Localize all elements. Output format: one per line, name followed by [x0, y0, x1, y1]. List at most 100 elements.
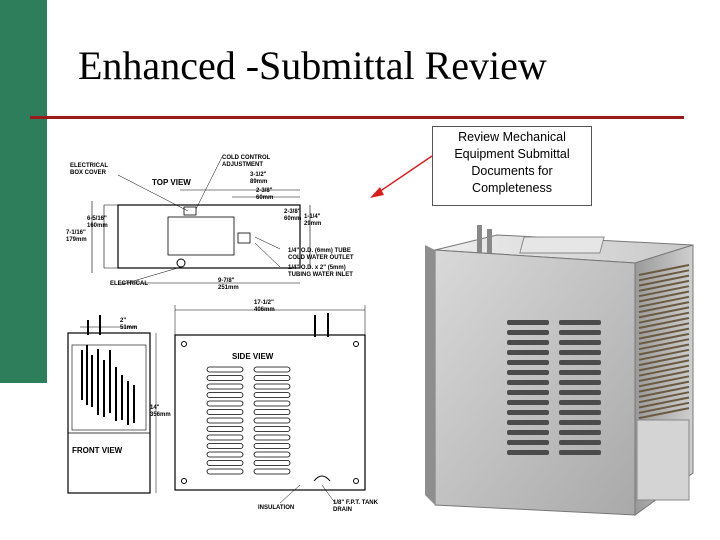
photo-louver-slot	[559, 410, 601, 415]
louver-slot	[253, 375, 291, 381]
photo-louver-slot	[559, 320, 601, 325]
photo-louver-slot	[507, 400, 549, 405]
photo-louver-slot	[507, 430, 549, 435]
accent-sidebar	[0, 0, 47, 383]
condenser-coil-line	[638, 370, 690, 382]
condenser-coil-line	[638, 295, 690, 308]
louver-slot	[206, 366, 244, 373]
condenser-coil-line	[638, 285, 690, 298]
condenser-coil-line	[638, 322, 690, 335]
louver-slot	[206, 426, 244, 432]
photo-louver-slot	[507, 420, 549, 425]
condenser-coil-line	[638, 359, 690, 372]
slide-title: Enhanced -Submittal Review	[78, 43, 547, 88]
photo-louver-slot	[559, 420, 601, 425]
photo-louver-slot	[559, 430, 601, 435]
tube-inlet-label: 1/4" O.D. x 2" (5mm) TUBING WATER INLET	[288, 265, 353, 278]
condenser-coil-line	[638, 354, 690, 367]
photo-louver-slot	[507, 450, 549, 455]
condenser-coil-line	[638, 396, 690, 409]
condenser-coil-line	[638, 301, 690, 314]
photo-louver-slot	[559, 330, 601, 335]
photo-louver-slot	[559, 340, 601, 345]
louver-slot	[206, 443, 244, 449]
photo-louver-slot	[507, 410, 549, 415]
condenser-coil-line	[638, 343, 690, 356]
photo-louver-slot	[559, 400, 601, 405]
dim-2: 2" 51mm	[120, 318, 138, 331]
photo-louver-slot	[507, 380, 549, 385]
condenser-coil-line	[638, 269, 690, 282]
photo-louver-slot	[559, 360, 601, 365]
louver-slot	[206, 468, 244, 475]
photo-louver-slot	[507, 360, 549, 365]
dim-2-3-8-b: 2-3/8" 60mm	[284, 209, 302, 222]
louver-slot	[206, 392, 244, 398]
photo-louver-slot	[507, 370, 549, 375]
side-view-title: SIDE VIEW	[232, 352, 274, 361]
photo-louver-slot	[559, 370, 601, 375]
chiller-unit-photo	[425, 225, 694, 516]
condenser-coil-line	[638, 391, 690, 404]
photo-louver-slot	[559, 350, 601, 355]
photo-louver-slot	[559, 440, 601, 445]
condenser-coil-line	[638, 279, 690, 292]
condenser-coil-line	[638, 274, 690, 287]
title-rule	[30, 116, 684, 119]
insulation-label: INSULATION	[258, 505, 295, 511]
photo-louver-slot	[507, 320, 549, 325]
louver-slot	[206, 460, 244, 466]
dim-7-1-16: 7-1/16" 179mm	[66, 230, 87, 243]
tube-outlet-label: 1/4" O.D. (6mm) TUBE COLD WATER OUTLET	[288, 248, 354, 261]
condenser-coil-line	[638, 264, 690, 276]
callout-box: Review Mechanical Equipment Submittal Do…	[432, 126, 592, 206]
cold-control-label: COLD CONTROL ADJUSTMENT	[222, 155, 271, 168]
photo-louver-slot	[507, 340, 549, 345]
front-view-title: FRONT VIEW	[72, 446, 123, 455]
electrical-label: ELECTRICAL	[110, 281, 148, 287]
louver-slot	[253, 451, 291, 458]
technical-drawing	[67, 156, 366, 504]
louver-slot	[206, 400, 244, 407]
louver-slot	[206, 451, 244, 458]
callout-arrow-icon	[370, 155, 433, 198]
louver-slot	[206, 409, 244, 415]
dim-9-7-8: 9-7/8" 251mm	[218, 278, 239, 291]
louver-slot	[253, 392, 291, 398]
condenser-coil-line	[638, 332, 690, 345]
dim-1-1-4: 1-1/4" 29mm	[304, 214, 322, 227]
louver-slot	[253, 460, 291, 466]
louver-slot	[253, 409, 291, 415]
condenser-coil-line	[638, 401, 690, 414]
condenser-coil-line	[638, 407, 690, 420]
condenser-coil-line	[638, 327, 690, 340]
condenser-coil-line	[638, 375, 690, 388]
photo-louver-slot	[507, 330, 549, 335]
louver-slot	[253, 383, 291, 390]
condenser-coil-line	[638, 348, 690, 361]
condenser-coil-line	[638, 380, 690, 393]
louver-slot	[253, 366, 291, 373]
louver-slot	[206, 434, 244, 441]
photo-louver-slot	[507, 350, 549, 355]
condenser-coil-line	[638, 317, 690, 329]
louver-slot	[253, 443, 291, 449]
condenser-coil-line	[638, 338, 690, 351]
dim-17-1-2: 17-1/2" 406mm	[254, 300, 275, 313]
louver-slot	[206, 375, 244, 381]
dim-6-5-16: 6-5/16" 160mm	[87, 216, 108, 229]
photo-louver-slot	[507, 440, 549, 445]
top-view-title: TOP VIEW	[152, 178, 191, 187]
condenser-coil-line	[638, 385, 690, 398]
condenser-coil-line	[638, 311, 690, 324]
louver-slot	[206, 383, 244, 390]
photo-louver-slot	[507, 390, 549, 395]
condenser-coil-line	[638, 290, 690, 303]
louver-slot	[253, 417, 291, 424]
louver-slot	[253, 434, 291, 441]
photo-louver-slot	[559, 380, 601, 385]
louver-slot	[206, 417, 244, 424]
dim-3-1-2: 3-1/2" 89mm	[250, 172, 268, 185]
photo-louver-slot	[559, 450, 601, 455]
tank-drain-label: 1/8" F.P.T. TANK DRAIN	[333, 500, 378, 513]
